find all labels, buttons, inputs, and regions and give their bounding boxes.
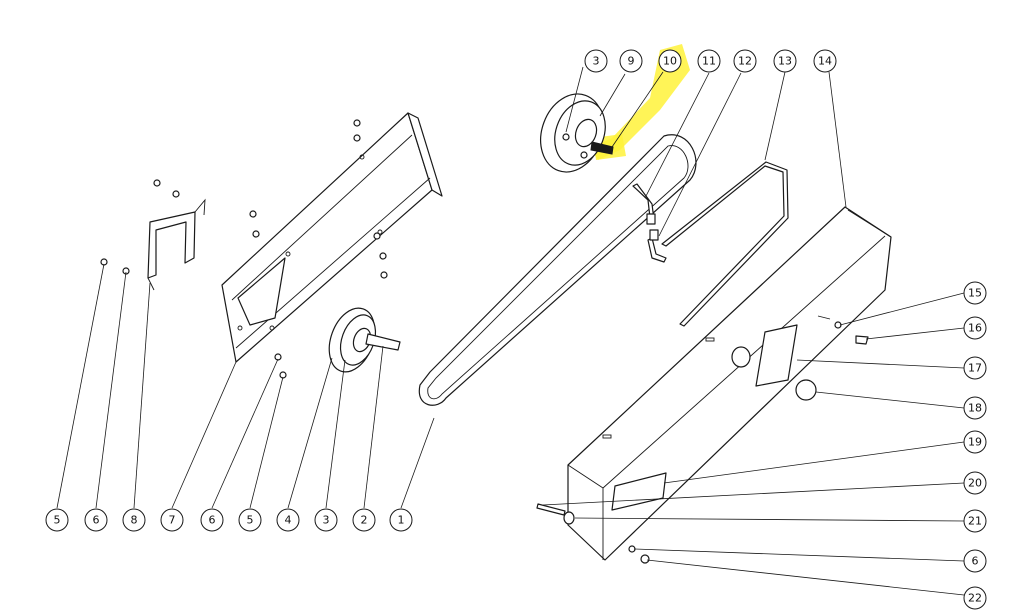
callout-label: 3	[323, 514, 330, 527]
callout-label: 6	[93, 514, 100, 527]
callout-label: 13	[778, 55, 792, 68]
callout-label: 20	[968, 477, 982, 490]
callout-c12: 19	[963, 430, 987, 454]
callout-label: 5	[54, 514, 61, 527]
callout-c8: 15	[963, 281, 987, 305]
callout-label: 12	[738, 55, 752, 68]
callout-c26: 1	[389, 508, 413, 532]
callout-label: 22	[968, 592, 982, 605]
callout-c17: 5	[45, 508, 69, 532]
callout-c14: 21	[963, 509, 987, 533]
callout-label: 3	[593, 55, 600, 68]
callout-label: 16	[968, 322, 982, 335]
drive-belt	[418, 134, 697, 406]
callout-label: 15	[968, 287, 982, 300]
plate-fasteners	[100, 119, 388, 379]
callout-c1: 3	[584, 49, 608, 73]
leader-lines	[56, 66, 965, 596]
callout-label: 9	[628, 55, 635, 68]
callout-c24: 3	[314, 508, 338, 532]
callout-label: 6	[209, 514, 216, 527]
belt-guard-cover	[567, 206, 892, 561]
callout-c10: 17	[963, 356, 987, 380]
callout-c23: 4	[276, 508, 300, 532]
callout-label: 7	[169, 514, 176, 527]
washer-and-screw	[817, 315, 869, 345]
callout-c2: 9	[619, 49, 643, 73]
callout-c4: 11	[697, 49, 721, 73]
callout-c15: 6	[963, 549, 987, 573]
callout-c11: 18	[963, 396, 987, 420]
callout-c9: 16	[963, 316, 987, 340]
callout-label: 6	[972, 555, 979, 568]
callout-label: 19	[968, 436, 982, 449]
mounting-bracket-plate	[221, 112, 443, 363]
callout-c13: 20	[963, 471, 987, 495]
callout-c5: 12	[733, 49, 757, 73]
lower-pulley	[328, 307, 401, 373]
callout-c20: 7	[160, 508, 184, 532]
guard-seal-strip	[661, 161, 789, 327]
callout-c7: 14	[813, 49, 837, 73]
tensioner-rods	[632, 183, 667, 263]
callout-c6: 13	[773, 49, 797, 73]
callout-c22: 5	[238, 508, 262, 532]
callout-label: 2	[361, 514, 368, 527]
callout-c3: 10	[658, 49, 682, 73]
callout-label: 17	[968, 362, 982, 375]
callout-label: 10	[663, 55, 677, 68]
callout-label: 14	[818, 55, 832, 68]
callout-label: 8	[131, 514, 138, 527]
cover-plug	[795, 379, 817, 401]
bolt-and-nuts	[536, 503, 650, 564]
small-bracket	[147, 198, 206, 291]
callout-label: 4	[285, 514, 292, 527]
callout-c18: 6	[84, 508, 108, 532]
callout-label: 18	[968, 402, 982, 415]
callout-c19: 8	[122, 508, 146, 532]
callout-label: 5	[247, 514, 254, 527]
callout-label: 1	[398, 514, 405, 527]
callout-label: 21	[968, 515, 982, 528]
callout-c16: 22	[963, 586, 987, 610]
upper-pulley	[540, 93, 614, 173]
callout-label: 11	[702, 55, 716, 68]
callout-c25: 2	[352, 508, 376, 532]
callout-c21: 6	[200, 508, 224, 532]
